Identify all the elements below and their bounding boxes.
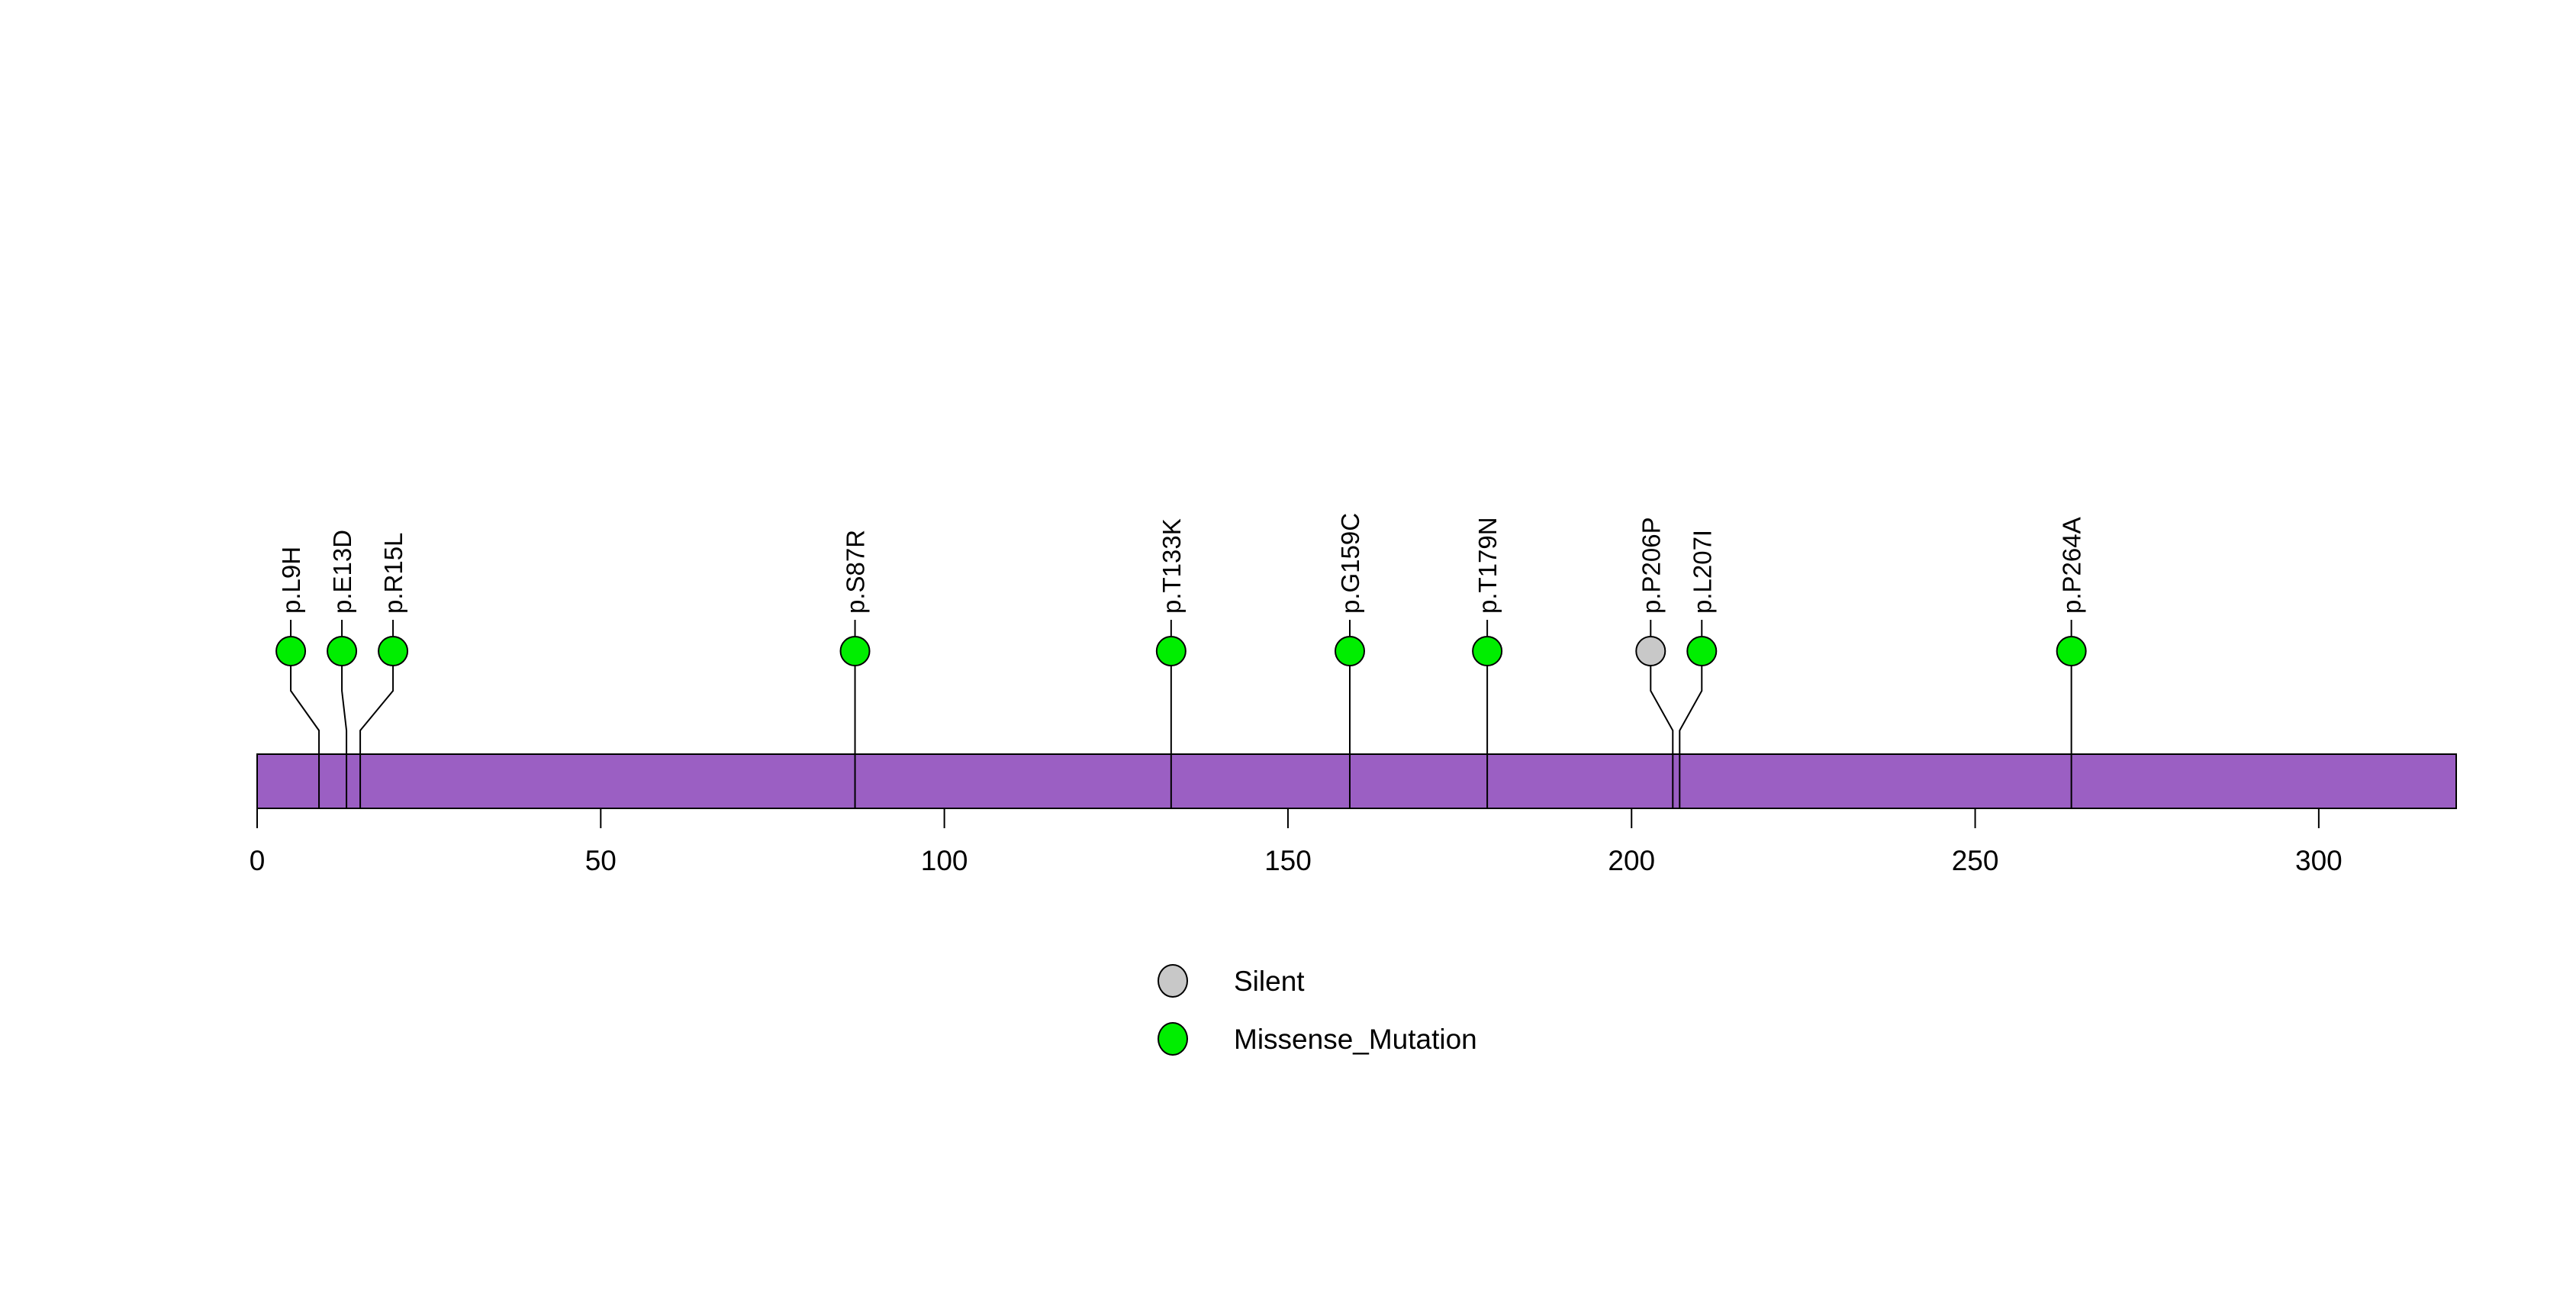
mutation-label: p.G159C	[1336, 513, 1364, 614]
mutation-label: p.T179N	[1473, 517, 1502, 614]
axis-tick-label: 200	[1608, 845, 1655, 876]
legend-item-silent: Silent	[1158, 964, 1477, 998]
axis-tick-label: 100	[921, 845, 968, 876]
axis-tick-label: 250	[1952, 845, 1999, 876]
lollipop-circle-missense_mutation	[1686, 636, 1718, 666]
legend: Silent Missense_Mutation	[1158, 964, 1477, 1056]
lollipop-circle-missense_mutation	[1334, 636, 1365, 666]
mutation-label: p.R15L	[379, 533, 407, 614]
lollipop-connector	[290, 651, 320, 808]
lollipop-circle-missense_mutation	[327, 636, 358, 666]
mutation-label: p.L207I	[1688, 530, 1716, 614]
legend-label-silent: Silent	[1234, 965, 1305, 997]
lollipop-circle-missense_mutation	[839, 636, 871, 666]
lollipop-circle-missense_mutation	[2056, 636, 2087, 666]
lollipop-circle-missense_mutation	[1472, 636, 1503, 666]
lollipop-circle-missense_mutation	[275, 636, 307, 666]
lollipop-connector	[1650, 651, 1674, 808]
missense-circle-icon	[1158, 1022, 1188, 1056]
lollipop-connector	[1679, 651, 1703, 808]
silent-circle-icon	[1158, 964, 1188, 998]
lollipop-connector	[359, 651, 394, 808]
legend-item-missense: Missense_Mutation	[1158, 1022, 1477, 1056]
protein-bar	[256, 753, 2457, 809]
mutation-label: p.P264A	[2058, 517, 2086, 614]
lollipop-connector	[341, 651, 348, 808]
lollipop-circle-missense_mutation	[1155, 636, 1187, 666]
mutation-label: p.T133K	[1158, 518, 1186, 614]
axis-tick-label: 150	[1264, 845, 1312, 876]
mutation-label: p.L9H	[277, 547, 305, 614]
mutation-label: p.E13D	[328, 530, 356, 614]
axis-tick-label: 0	[250, 845, 266, 876]
mutation-label: p.S87R	[842, 530, 870, 614]
lollipop-circle-silent	[1635, 636, 1666, 666]
axis-tick-label: 50	[585, 845, 617, 876]
legend-label-missense: Missense_Mutation	[1234, 1023, 1477, 1055]
axis-tick-label: 300	[2295, 845, 2343, 876]
mutation-label: p.P206P	[1637, 517, 1665, 614]
lollipop-circle-missense_mutation	[378, 636, 409, 666]
